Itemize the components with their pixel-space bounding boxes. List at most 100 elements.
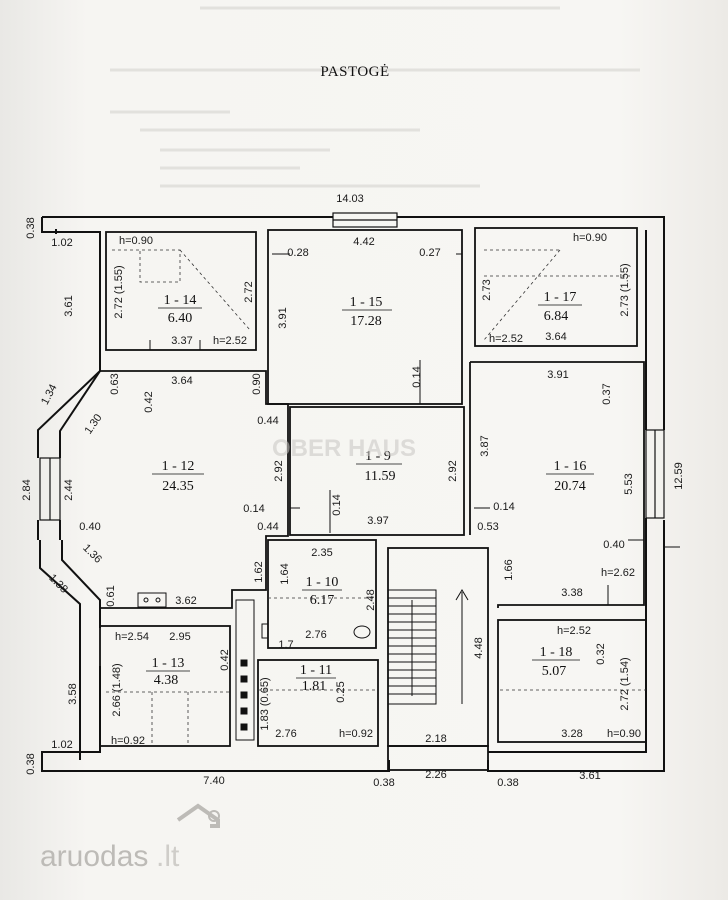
dimension-label: h=0.90 <box>607 728 641 740</box>
dimension-label: 3.64 <box>171 375 192 387</box>
dimension-label: 2.72 <box>243 281 255 302</box>
dimension-label: 5.53 <box>623 473 635 494</box>
dimension-label: 3.97 <box>367 515 388 527</box>
dimension-label: h=2.52 <box>489 333 523 345</box>
dimension-label: 0.42 <box>143 391 155 412</box>
dimension-label: 1.36 <box>80 542 104 566</box>
room-id: 1 - 13 <box>152 656 185 671</box>
dimension-label: 3.62 <box>175 595 196 607</box>
dimension-label: 12.59 <box>673 462 685 490</box>
room-id: 1 - 9 <box>365 449 391 464</box>
dimension-label: 2.76 <box>275 728 296 740</box>
dimension-label: 0.14 <box>493 501 514 513</box>
dimension-label: 2.72 (1.54) <box>619 657 631 710</box>
dimension-label: 0.53 <box>477 521 498 533</box>
dimension-label: 2.44 <box>63 479 75 500</box>
dimension-label: 0.42 <box>219 649 231 670</box>
plan-title: PASTOGĖ <box>320 64 389 80</box>
dimension-label: 7.40 <box>203 775 224 787</box>
dimension-label: 0.38 <box>497 777 518 789</box>
dimension-label: 3.91 <box>547 369 568 381</box>
room-labels: 1 - 14 6.40 1 - 15 17.28 1 - 17 6.84 1 -… <box>146 290 594 694</box>
dimension-label: 0.27 <box>419 247 440 259</box>
dimension-label: 3.61 <box>579 770 600 782</box>
room-area: 17.28 <box>350 314 382 329</box>
dimension-label: 14.03 <box>336 193 364 205</box>
dimension-label: 1.83 (0.65) <box>259 677 271 730</box>
room-area: 1.81 <box>302 679 327 694</box>
dimension-label: 3.87 <box>479 435 491 456</box>
dimension-label: 0.38 <box>25 753 37 774</box>
dimension-label: 4.42 <box>353 236 374 248</box>
dimension-label: h=2.62 <box>601 567 635 579</box>
dimension-label: 0.63 <box>109 373 121 394</box>
dimension-label: 4.48 <box>473 637 485 658</box>
dimension-label: 1.02 <box>51 237 72 249</box>
room-area: 6.40 <box>168 311 193 326</box>
room-id: 1 - 14 <box>164 293 197 308</box>
room-id: 1 - 16 <box>554 459 587 474</box>
dimension-label: 0.37 <box>601 383 613 404</box>
dimension-label: 3.61 <box>63 295 75 316</box>
dimension-label: 2.73 <box>481 279 493 300</box>
dimension-label: 0.32 <box>595 643 607 664</box>
dimension-label: 0.25 <box>335 681 347 702</box>
dimension-label: 3.38 <box>561 587 582 599</box>
room-id: 1 - 11 <box>300 663 332 678</box>
dimension-label: 1.7 <box>278 639 293 651</box>
fixtures <box>137 592 371 741</box>
dimension-label: 2.92 <box>273 460 285 481</box>
aruodas-logo: aruodas .lt <box>40 803 220 873</box>
faint-background-lines <box>110 6 640 188</box>
room-id: 1 - 17 <box>544 290 577 305</box>
room-id: 1 - 12 <box>162 459 195 474</box>
room-area: 4.38 <box>154 673 179 688</box>
dimension-label: 2.76 <box>305 629 326 641</box>
dimension-label: 3.64 <box>545 331 566 343</box>
dimension-label: 0.38 <box>25 217 37 238</box>
dimension-ticks <box>149 253 680 605</box>
dimension-label: 0.14 <box>331 494 343 515</box>
windows <box>39 212 665 521</box>
dimension-label: 0.28 <box>287 247 308 259</box>
room-area: 6.17 <box>310 593 335 608</box>
dimension-label: 0.14 <box>411 366 423 387</box>
dimension-label: 2.35 <box>311 547 332 559</box>
dimension-label: 2.95 <box>169 631 190 643</box>
logo-text: aruodas <box>40 840 148 873</box>
room-area: 6.84 <box>544 309 569 324</box>
watermark: OBER HAUS <box>272 435 416 462</box>
dimension-label: 3.91 <box>277 307 289 328</box>
dimension-label: 0.44 <box>257 415 278 427</box>
dimension-labels: 14.03 0.38 1.02 h=0.90 2.72 (1.55) 2.72 … <box>21 193 685 789</box>
interior-walls <box>99 227 647 771</box>
slope-lines <box>106 249 646 746</box>
room-id: 1 - 15 <box>350 295 383 310</box>
dimension-label: 2.73 (1.55) <box>619 263 631 316</box>
dimension-label: 2.48 <box>365 589 377 610</box>
dimension-label: h=2.52 <box>557 625 591 637</box>
dimension-label: h=0.90 <box>119 235 153 247</box>
dimension-label: 1.64 <box>279 563 291 584</box>
room-area: 5.07 <box>542 664 567 679</box>
dimension-label: 0.61 <box>105 585 117 606</box>
room-id: 1 - 10 <box>306 575 339 590</box>
dimension-label: 0.90 <box>251 373 263 394</box>
dimension-label: 0.40 <box>79 521 100 533</box>
room-area: 24.35 <box>162 479 194 494</box>
dimension-label: h=2.54 <box>115 631 149 643</box>
dimension-label: 1.34 <box>39 382 60 407</box>
dimension-label: 0.14 <box>243 503 264 515</box>
dimension-label: 3.58 <box>67 683 79 704</box>
dimension-label: 2.92 <box>447 460 459 481</box>
room-area: 11.59 <box>365 469 396 484</box>
outer-walls <box>37 216 665 772</box>
room-id: 1 - 18 <box>540 645 573 660</box>
logo-tld: .lt <box>156 840 180 873</box>
dimension-label: 2.66 (1.48) <box>111 663 123 716</box>
dimension-label: h=0.90 <box>573 232 607 244</box>
dimension-label: 1.62 <box>253 561 265 582</box>
dimension-label: 0.44 <box>257 521 278 533</box>
